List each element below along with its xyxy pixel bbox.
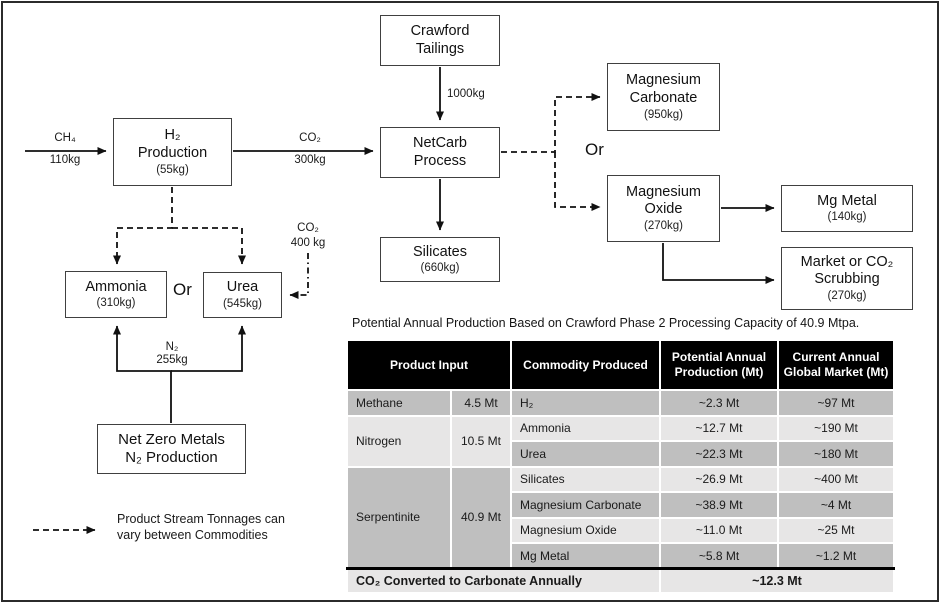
box-silicates: Silicates (660kg) [380,237,500,282]
box-magnesium-carbonate: Magnesium Carbonate (950kg) [607,63,720,131]
table-caption: Potential Annual Production Based on Cra… [352,316,860,330]
box-ammonia-value: (310kg) [96,297,136,310]
table-header-row: Product Input Commodity Produced Potenti… [346,339,895,391]
box-market-co2-scrubbing-label: Market or CO₂ Scrubbing [800,253,894,288]
label-or-right: Or [585,140,604,159]
cell-production: ~38.9 Mt [659,491,779,519]
box-market-co2-scrubbing-value: (270kg) [827,290,867,303]
box-h2-production-label: H₂ Production [137,127,208,161]
legend-text: Product Stream Tonnages can vary between… [117,512,285,542]
label-n2: N₂ [165,341,179,353]
box-net-zero-metals-label: Net Zero Metals N₂ Production [118,430,225,466]
cell-input-name: Nitrogen [346,414,452,468]
box-h2-production: H₂ Production (55kg) [113,118,232,186]
box-urea-value: (545kg) [223,297,262,310]
table-row-methane: Methane 4.5 Mt H₂ ~2.3 Mt ~97 Mt [346,389,895,417]
cell-input-name: Serpentinite [346,465,452,570]
label-ch4: CH₄ [54,132,76,144]
footer-value: ~12.3 Mt [659,567,895,594]
box-ammonia: Ammonia (310kg) [65,271,167,318]
cell-market: ~25 Mt [777,516,895,544]
box-silicates-label: Silicates [413,243,467,260]
box-magnesium-carbonate-value: (950kg) [644,108,683,121]
box-netcarb-process-label: NetCarb Process [413,134,467,169]
label-ch4-qty: 110kg [49,154,81,166]
table-row-magnesium-carbonate: Magnesium Carbonate ~38.9 Mt ~4 Mt [347,491,895,519]
header-product-input: Product Input [346,339,512,391]
box-mg-metal-label: Mg Metal [817,192,877,209]
cell-commodity: Mg Metal [510,542,661,570]
box-magnesium-oxide: Magnesium Oxide (270kg) [607,175,720,242]
arrow-n2-to-ammonia [113,325,172,423]
table-row-ammonia: Nitrogen 10.5 Mt Ammonia ~12.7 Mt ~190 M… [346,414,895,468]
cell-market: ~400 Mt [777,465,895,493]
cell-input-tonnage: 40.9 Mt [450,465,512,570]
table-row-urea: Urea ~22.3 Mt ~180 Mt [347,440,895,468]
cell-input-tonnage: 4.5 Mt [450,389,512,417]
box-h2-production-value: (55kg) [156,163,189,176]
label-co2-400-qty: 400 kg [290,237,326,249]
label-tailings-qty: 1000kg [447,88,485,100]
cell-production: ~12.7 Mt [659,414,779,442]
header-commodity-produced: Commodity Produced [510,339,661,391]
table-row-silicates: Serpentinite 40.9 Mt Silicates ~26.9 Mt … [346,465,895,570]
label-n2-qty: 255kg [156,354,188,366]
box-silicates-value: (660kg) [420,262,460,275]
box-magnesium-carbonate-label: Magnesium Carbonate [626,72,701,106]
box-ammonia-label: Ammonia [85,278,147,295]
cell-production: ~22.3 Mt [659,440,779,468]
table-footer-row: CO₂ Converted to Carbonate Annually ~12.… [346,567,895,594]
box-magnesium-oxide-value: (270kg) [644,220,683,233]
box-crawford-tailings: Crawford Tailings [380,15,500,66]
box-mg-metal: Mg Metal (140kg) [781,185,913,232]
arrow-n2-to-urea [171,325,246,372]
box-urea-label: Urea [226,279,259,296]
cell-commodity: Magnesium Carbonate [510,491,661,519]
arrow-netcarb-to-mgoxide [554,152,601,211]
box-mg-metal-value: (140kg) [827,211,867,224]
cell-commodity: Magnesium Oxide [510,516,661,544]
production-table: Product Input Commodity Produced Potenti… [346,339,895,594]
cell-production: ~26.9 Mt [659,465,779,493]
cell-commodity: Silicates [510,465,661,493]
cell-market: ~4 Mt [777,491,895,519]
cell-commodity: H₂ [510,389,661,417]
cell-commodity: Urea [510,440,661,468]
cell-market: ~190 Mt [777,414,895,442]
cell-production: ~11.0 Mt [659,516,779,544]
cell-commodity: Ammonia [510,414,661,442]
cell-production: ~5.8 Mt [659,542,779,570]
cell-input-name: Methane [346,389,452,417]
table-row-mg-metal: Mg Metal ~5.8 Mt ~1.2 Mt [347,542,895,570]
cell-production: ~2.3 Mt [659,389,779,417]
box-magnesium-oxide-label: Magnesium Oxide [626,183,701,218]
box-urea: Urea (545kg) [203,272,282,318]
header-potential-production: Potential Annual Production (Mt) [659,339,779,391]
cell-market: ~1.2 Mt [777,542,895,570]
arrow-co2-to-urea [289,253,309,299]
label-co2-300-qty: 300kg [294,154,326,166]
arrow-netcarb-to-mgcarbonate [501,93,601,153]
cell-market: ~180 Mt [777,440,895,468]
footer-label: CO₂ Converted to Carbonate Annually [346,567,661,594]
box-crawford-tailings-label: Crawford Tailings [410,22,470,57]
label-co2-400: CO₂ [297,222,319,234]
label-or-left: Or [173,280,192,299]
arrow-h2-to-ammonia [113,187,173,265]
cell-input-tonnage: 10.5 Mt [450,414,512,468]
box-market-co2-scrubbing: Market or CO₂ Scrubbing (270kg) [781,247,913,310]
arrow-mgoxide-to-market [662,243,775,284]
cell-market: ~97 Mt [777,389,895,417]
header-global-market: Current Annual Global Market (Mt) [777,339,895,391]
arrow-h2-to-urea [172,227,246,265]
label-co2-300: CO₂ [299,132,321,144]
box-net-zero-metals: Net Zero Metals N₂ Production [97,424,246,474]
box-netcarb-process: NetCarb Process [380,127,500,178]
